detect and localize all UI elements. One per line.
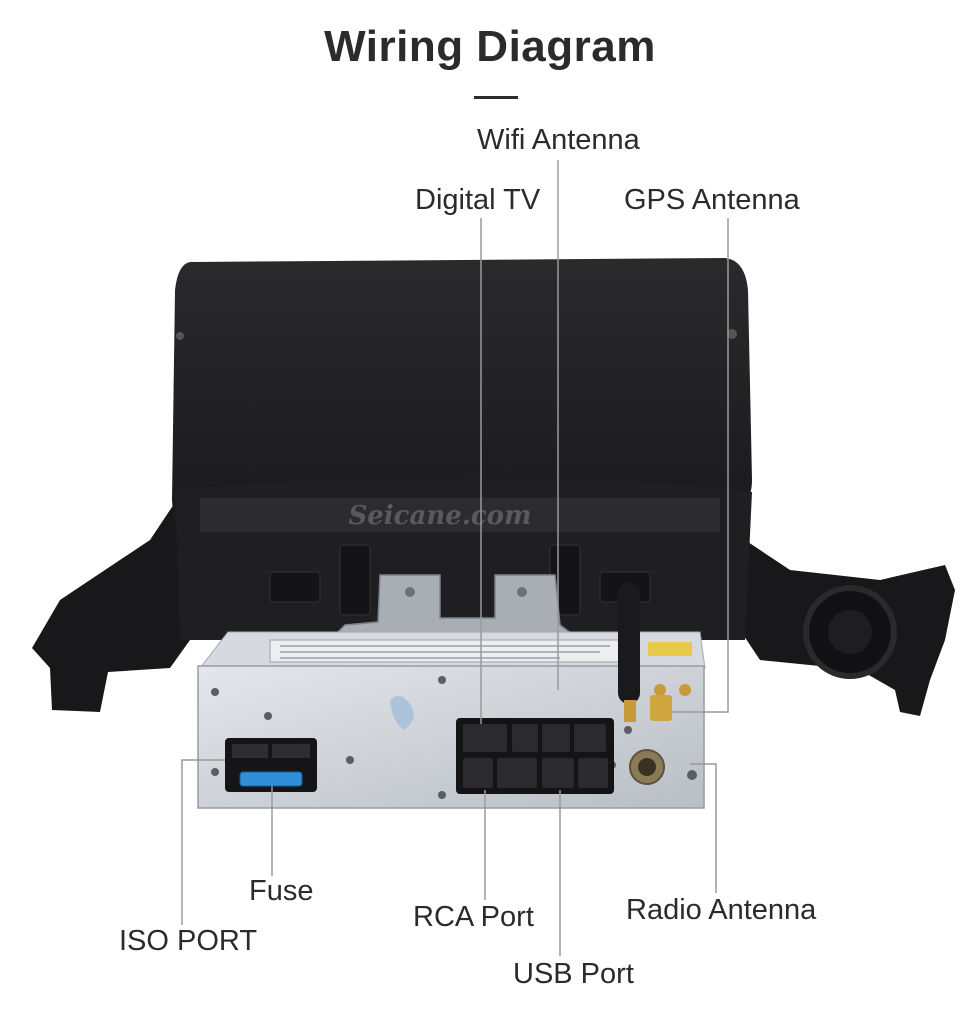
callout-wifi-antenna: Wifi Antenna bbox=[477, 124, 640, 156]
callout-leader-lines bbox=[181, 160, 729, 956]
callout-radio-antenna: Radio Antenna bbox=[626, 894, 817, 926]
gps-leader bbox=[672, 218, 729, 713]
watermark: Seicane.com bbox=[348, 501, 531, 531]
callout-fuse: Fuse bbox=[249, 875, 314, 907]
callout-gps-antenna: GPS Antenna bbox=[624, 184, 800, 216]
left-mounting-wing bbox=[32, 480, 190, 712]
wifi-antenna-rod bbox=[618, 582, 640, 704]
stamp-mark bbox=[390, 695, 414, 730]
iso-leader bbox=[181, 759, 225, 925]
spec-label bbox=[269, 639, 621, 663]
callout-digital-tv: Digital TV bbox=[415, 184, 541, 216]
radio-antenna-socket bbox=[629, 749, 665, 785]
callout-iso-port: ISO PORT bbox=[119, 925, 258, 957]
page-title: Wiring Diagram bbox=[324, 22, 656, 71]
watermark-band bbox=[200, 498, 720, 532]
radio-leader bbox=[690, 763, 717, 893]
fuse-block bbox=[239, 771, 303, 787]
gps-connectors bbox=[650, 684, 691, 721]
callout-rca-port: RCA Port bbox=[413, 901, 534, 933]
callout-usb-port: USB Port bbox=[513, 958, 634, 990]
title-underline bbox=[474, 96, 518, 99]
rca-usb-block bbox=[456, 718, 614, 794]
